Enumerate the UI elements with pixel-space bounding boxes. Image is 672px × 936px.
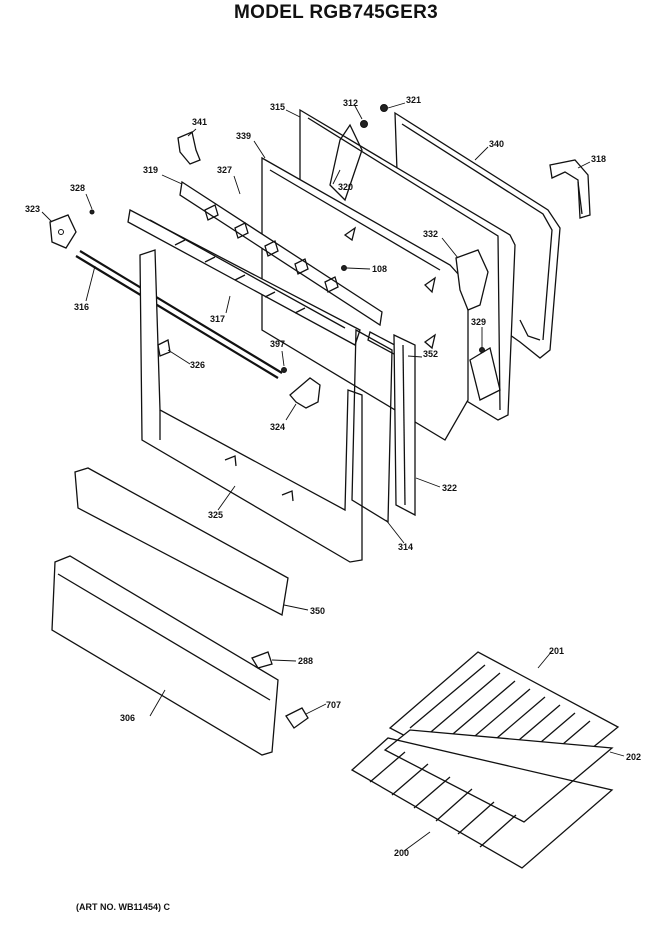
callout-325: 325 xyxy=(208,510,223,520)
part-397-screw xyxy=(281,367,287,373)
callout-316: 316 xyxy=(74,302,89,312)
part-707-clip xyxy=(285,707,309,729)
callout-201: 201 xyxy=(549,646,564,656)
callout-200: 200 xyxy=(394,848,409,858)
part-316-rod xyxy=(75,250,283,379)
model-title: MODEL RGB745GER3 xyxy=(233,2,438,23)
callout-324: 324 xyxy=(270,422,285,432)
callout-321: 321 xyxy=(406,95,421,105)
callout-314: 314 xyxy=(398,542,413,552)
part-324-latch xyxy=(289,377,321,409)
art-number: (ART NO. WB11454) C xyxy=(76,902,171,912)
callout-707: 707 xyxy=(326,700,341,710)
callout-319: 319 xyxy=(143,165,158,175)
callout-315: 315 xyxy=(270,102,285,112)
callout-323: 323 xyxy=(25,204,40,214)
callout-326: 326 xyxy=(190,360,205,370)
callout-322: 322 xyxy=(442,483,457,493)
callout-202: 202 xyxy=(626,752,641,762)
part-323-bracket xyxy=(49,214,77,249)
part-202-broiler-pan xyxy=(383,729,614,823)
part-326-clip xyxy=(157,339,171,357)
part-329-screw xyxy=(479,347,485,353)
callout-306: 306 xyxy=(120,713,135,723)
callout-350: 350 xyxy=(310,606,325,616)
callout-329: 329 xyxy=(471,317,486,327)
part-322-side-bracket xyxy=(393,333,416,517)
part-321-screw xyxy=(380,104,388,112)
callout-288: 288 xyxy=(298,656,313,666)
part-339-door-liner xyxy=(261,156,469,441)
callout-312: 312 xyxy=(343,98,358,108)
callout-397: 397 xyxy=(270,339,285,349)
callout-332: 332 xyxy=(423,229,438,239)
part-328-screw xyxy=(89,209,95,215)
part-200-oven-rack xyxy=(350,737,614,869)
callout-labels: 315 312 321 341 339 340 318 320 319 327 … xyxy=(25,95,641,858)
callout-352: 352 xyxy=(423,349,438,359)
part-108-screw xyxy=(341,265,347,271)
callout-341: 341 xyxy=(192,117,207,127)
part-306-drawer-front xyxy=(51,555,279,756)
callout-327: 327 xyxy=(217,165,232,175)
callout-340: 340 xyxy=(489,139,504,149)
part-318-handle xyxy=(549,159,591,219)
callout-108: 108 xyxy=(372,264,387,274)
part-312-screw xyxy=(360,120,368,128)
part-317-top-trim xyxy=(127,209,361,346)
callout-339: 339 xyxy=(236,131,251,141)
part-341-clip xyxy=(177,131,201,165)
part-319-vent-panel xyxy=(179,180,383,327)
callout-318: 318 xyxy=(591,154,606,164)
leader-lines xyxy=(41,102,625,852)
part-332-hinge xyxy=(455,249,489,311)
callout-320: 320 xyxy=(338,182,353,192)
callout-328: 328 xyxy=(70,183,85,193)
part-288-clip xyxy=(251,651,273,669)
part-350-panel xyxy=(74,467,289,616)
callout-317: 317 xyxy=(210,314,225,324)
